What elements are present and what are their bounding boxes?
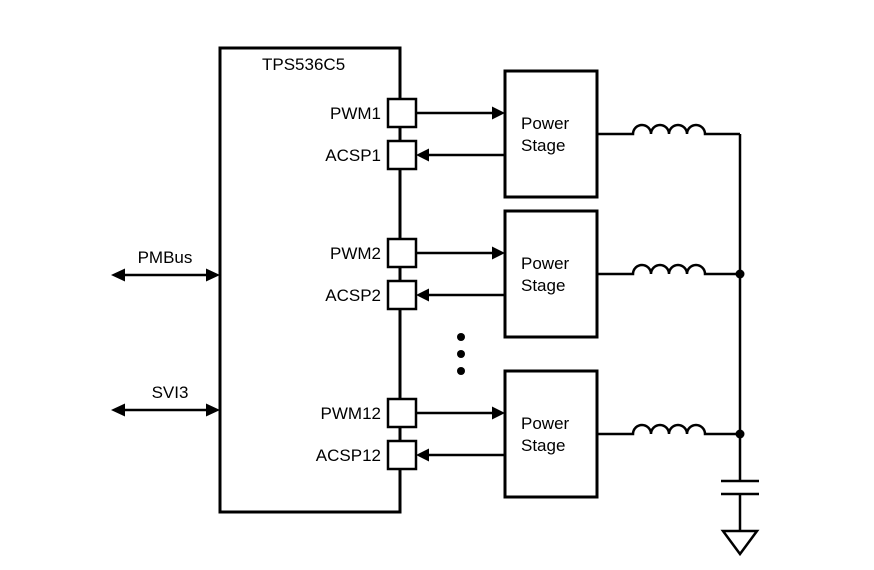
pmbus-arrowhead-right xyxy=(206,268,220,282)
inductor-1 xyxy=(597,123,740,136)
acsp1-pin-label: ACSP1 xyxy=(325,146,381,165)
power-stage-1-label-line2: Stage xyxy=(521,136,565,155)
pmbus-port: PMBus xyxy=(111,248,220,282)
svi3-label: SVI3 xyxy=(152,383,189,402)
acsp2-pin xyxy=(386,279,418,311)
ground-symbol xyxy=(720,529,760,557)
svi3-port: SVI3 xyxy=(111,383,220,417)
acsp2-pin-label: ACSP2 xyxy=(325,286,381,305)
power-stage-12-label-line2: Stage xyxy=(521,436,565,455)
pwm1-pin-label: PWM1 xyxy=(330,104,381,123)
pwm12-pin xyxy=(386,397,418,429)
output-rail xyxy=(735,134,745,481)
svi3-arrowhead-right xyxy=(206,403,220,417)
svi3-arrowhead-left xyxy=(111,403,125,417)
junction-dot-1 xyxy=(735,269,745,279)
power-stage-12-box xyxy=(503,369,599,499)
pwm12-pin-label: PWM12 xyxy=(321,404,381,423)
ellipsis-dot-3 xyxy=(457,367,465,375)
ellipsis-dot-2 xyxy=(457,350,465,358)
ellipsis-dot-1 xyxy=(457,333,465,341)
channel-1: PWM1 ACSP1 Power Stage xyxy=(325,69,740,199)
power-stage-2-label-line2: Stage xyxy=(521,276,565,295)
pmbus-label: PMBus xyxy=(138,248,193,267)
channel-ellipsis xyxy=(457,333,465,375)
pwm2-pin-label: PWM2 xyxy=(330,244,381,263)
power-stage-1-label-line1: Power xyxy=(521,114,570,133)
controller-label: TPS536C5 xyxy=(262,55,345,74)
pmbus-arrowhead-left xyxy=(111,268,125,282)
pwm12-arrowhead xyxy=(492,406,505,420)
channel-12: PWM12 ACSP12 Power Stage xyxy=(316,369,740,499)
power-stage-2-label-line1: Power xyxy=(521,254,570,273)
acsp12-pin xyxy=(386,439,418,471)
junction-dot-2 xyxy=(735,429,745,439)
power-stage-1-box xyxy=(503,69,599,199)
acsp12-pin-label: ACSP12 xyxy=(316,446,381,465)
channel-2: PWM2 ACSP2 Power Stage xyxy=(325,209,740,339)
power-stage-12-label-line1: Power xyxy=(521,414,570,433)
inductor-2 xyxy=(597,263,740,276)
acsp1-pin xyxy=(386,139,418,171)
pwm2-pin xyxy=(386,237,418,269)
acsp2-arrowhead xyxy=(416,288,429,302)
pwm2-arrowhead xyxy=(492,246,505,260)
pwm1-pin xyxy=(386,97,418,129)
acsp1-arrowhead xyxy=(416,148,429,162)
pwm1-arrowhead xyxy=(492,106,505,120)
acsp12-arrowhead xyxy=(416,448,429,462)
output-capacitor xyxy=(721,479,759,531)
power-stage-2-box xyxy=(503,209,599,339)
inductor-12 xyxy=(597,423,740,436)
